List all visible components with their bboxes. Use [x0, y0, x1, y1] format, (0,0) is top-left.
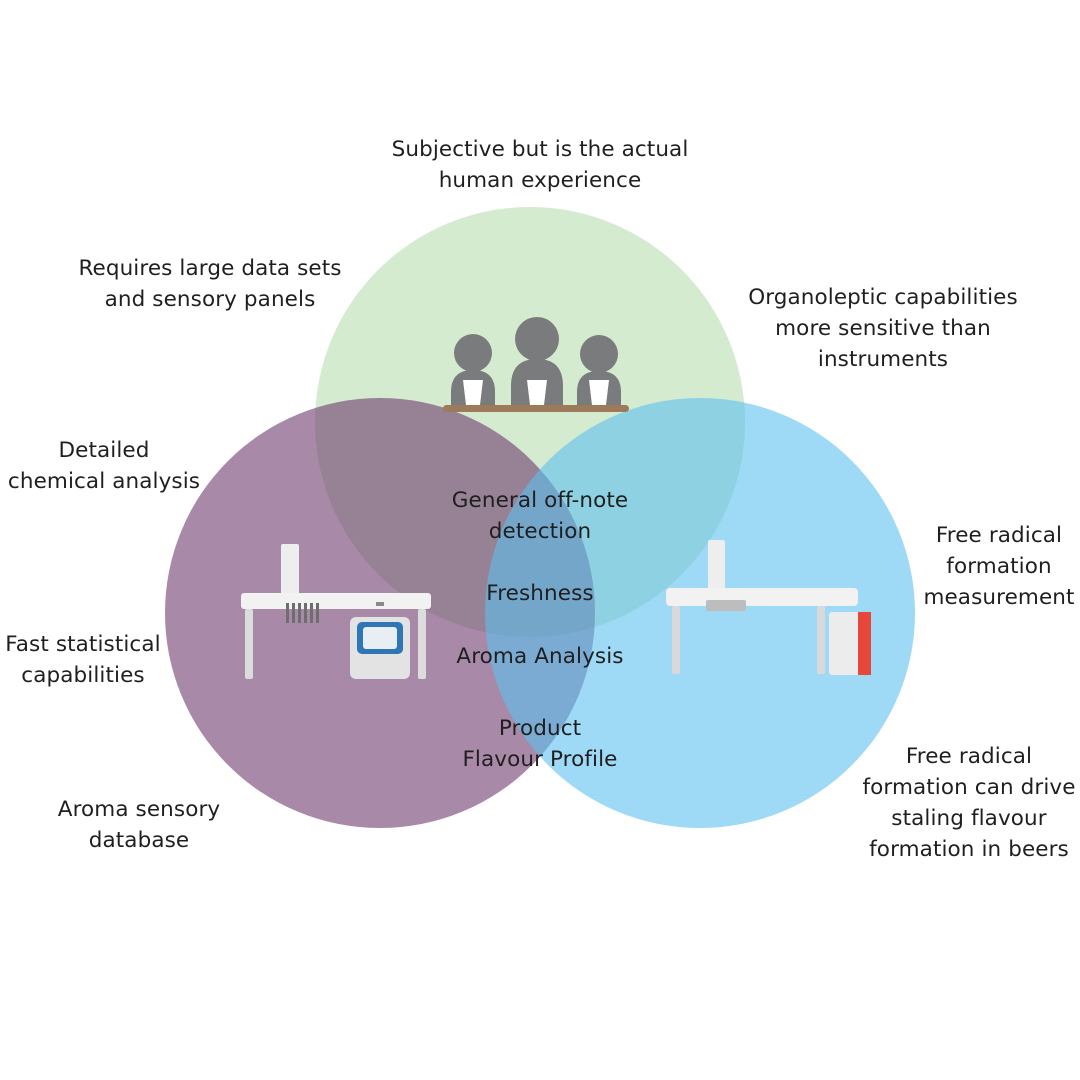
person-icon [451, 334, 495, 407]
person-icon [511, 317, 563, 407]
left-note-database: Aroma sensory database [57, 797, 221, 853]
left-note-fast: Fast statistical capabilities [5, 632, 161, 688]
radical-instrument-icon [666, 540, 871, 675]
right-note-staling: Free radical formation can drive staling… [862, 744, 1076, 862]
top-right-note: Organoleptic capabilities more sensitive… [748, 285, 1018, 372]
top-left-note: Requires large data sets and sensory pan… [78, 256, 342, 312]
top-note: Subjective but is the actual human exper… [391, 137, 689, 193]
overlap-aroma-analysis: Aroma Analysis [456, 644, 624, 669]
left-note-detailed: Detailed chemical analysis [7, 438, 201, 494]
pipette-tips-icon [286, 603, 319, 623]
chemical-analysis-circle [165, 398, 595, 828]
overlap-general-off-note: General off-note detection [451, 488, 629, 544]
person-icon [577, 335, 621, 407]
free-radical-circle [485, 398, 915, 828]
sensory-panel-icon [443, 317, 629, 412]
right-note-measurement: Free radical formation measurement [923, 523, 1075, 610]
lab-instrument-icon [241, 544, 431, 679]
overlap-product-profile: Product Flavour Profile [462, 716, 618, 772]
overlap-freshness: Freshness [486, 581, 594, 606]
